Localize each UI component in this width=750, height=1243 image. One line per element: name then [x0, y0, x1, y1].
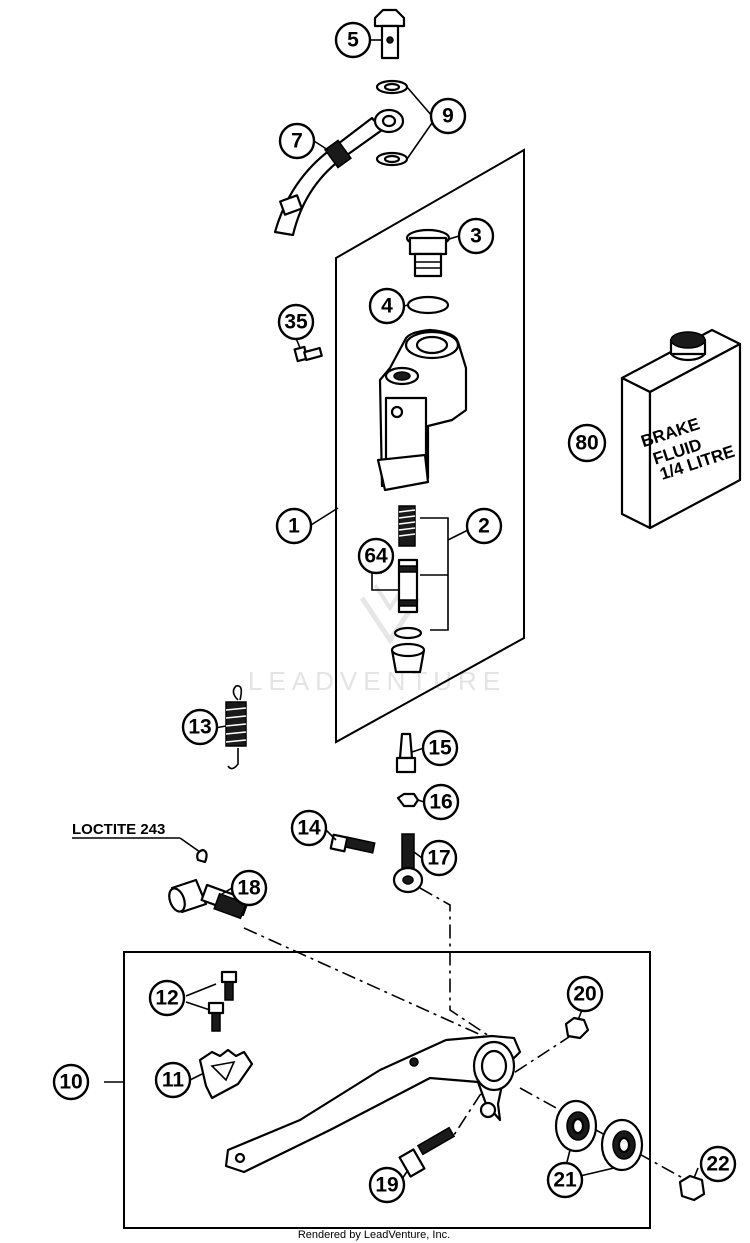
master-cylinder-frame	[335, 148, 525, 744]
copper-washers-part	[375, 79, 433, 167]
brake-fluid-can: BRAKE FLUID 1/4 LITRE	[620, 328, 742, 530]
lock-nut-part	[396, 792, 420, 808]
svg-text:12: 12	[155, 987, 178, 1010]
callout-16: 16	[422, 783, 460, 821]
assembly-line	[519, 1087, 691, 1183]
callout-80: 80	[567, 423, 607, 463]
callout-10: 10	[52, 1063, 90, 1101]
svg-text:7: 7	[291, 130, 303, 153]
svg-text:14: 14	[297, 817, 321, 840]
svg-text:2: 2	[478, 515, 490, 538]
pedal-bolt-part	[398, 1126, 456, 1178]
callout-64: 64	[357, 537, 395, 575]
callout-4: 4	[368, 287, 406, 325]
loctite-note: LOCTITE 243	[72, 821, 165, 838]
brake-pedal-frame	[123, 951, 651, 1229]
callout-3: 3	[457, 217, 495, 255]
svg-text:18: 18	[237, 877, 261, 900]
svg-text:20: 20	[573, 983, 596, 1006]
footrest-screws-part	[185, 970, 238, 1032]
clevis-part	[392, 833, 424, 894]
piston-kit-part	[371, 505, 469, 674]
callout-18: 18	[230, 869, 268, 907]
callout-35: 35	[277, 303, 315, 341]
svg-text:80: 80	[575, 432, 598, 455]
reservoir-cap-part	[405, 228, 451, 278]
pedal-step-part	[198, 1048, 254, 1100]
o-ring-part	[406, 295, 450, 315]
svg-text:16: 16	[429, 791, 452, 814]
svg-text:10: 10	[59, 1071, 82, 1094]
screw-part	[293, 345, 323, 363]
svg-text:15: 15	[428, 737, 452, 760]
callout-20: 20	[566, 975, 604, 1013]
svg-text:9: 9	[442, 105, 454, 128]
callout-15: 15	[421, 729, 459, 767]
svg-text:64: 64	[364, 545, 388, 568]
push-rod-part	[395, 732, 417, 774]
pivot-nut-part	[678, 1174, 706, 1202]
adjusting-bolt-part	[329, 833, 376, 854]
callout-22: 22	[699, 1145, 737, 1183]
callout-17: 17	[420, 839, 458, 877]
assembly-line	[451, 1034, 573, 1139]
callout-7: 7	[278, 122, 316, 160]
svg-text:17: 17	[427, 847, 450, 870]
callout-2: 2	[465, 507, 503, 545]
assembly-line	[243, 927, 493, 1041]
svg-text:19: 19	[375, 1174, 398, 1197]
svg-text:13: 13	[188, 716, 211, 739]
assembly-line	[419, 887, 496, 1041]
footer-credit: Rendered by LeadVenture, Inc.	[298, 1229, 450, 1241]
callout-1: 1	[275, 507, 313, 545]
svg-text:3: 3	[470, 225, 482, 248]
bearings-part	[554, 1099, 644, 1177]
callout-5: 5	[334, 21, 372, 59]
watermark-text: LEADVENTURE	[248, 666, 506, 696]
banjo-bolt-part	[373, 8, 406, 60]
callout-13: 13	[181, 708, 219, 746]
svg-text:5: 5	[347, 29, 359, 52]
return-spring-part	[225, 684, 247, 770]
svg-text:21: 21	[553, 1169, 577, 1192]
callout-19: 19	[368, 1166, 406, 1204]
svg-text:1: 1	[288, 515, 300, 538]
svg-text:22: 22	[706, 1153, 729, 1176]
brake-pedal-part	[224, 1034, 522, 1174]
pedal-nut-part	[564, 1016, 590, 1040]
svg-text:11: 11	[162, 1069, 185, 1092]
callout-9: 9	[429, 97, 467, 135]
callout-14: 14	[290, 809, 328, 847]
master-cylinder-body	[376, 328, 468, 492]
callout-12: 12	[148, 979, 186, 1017]
svg-text:35: 35	[284, 311, 308, 334]
callout-11: 11	[154, 1061, 192, 1099]
svg-text:4: 4	[381, 295, 393, 318]
callout-21: 21	[546, 1161, 584, 1199]
brake-hose-part	[273, 108, 405, 237]
watermark: LEADVENTURE	[248, 583, 506, 696]
pivot-bolt-part	[168, 848, 250, 920]
